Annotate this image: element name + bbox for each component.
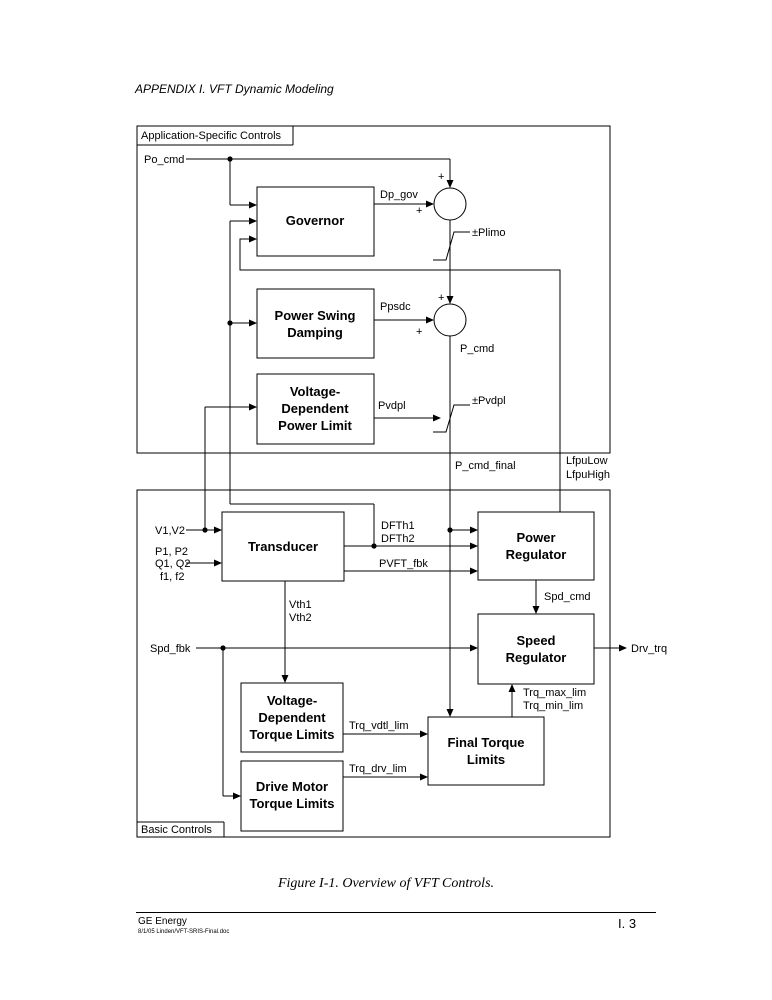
basic-controls-group <box>136 489 611 838</box>
speed-regulator-label-1: Speed <box>516 633 555 648</box>
pvdpl-label: Pvdpl <box>378 400 406 412</box>
sum2-plus-left: + <box>416 326 422 338</box>
trq-max-lim-label: Trq_max_lim <box>523 687 586 699</box>
vdpl-label-2: Dependent <box>281 401 349 416</box>
sum1-plus-top: + <box>438 171 444 183</box>
governor-label: Governor <box>286 213 345 228</box>
footer-company: GE Energy <box>138 916 187 927</box>
p-cmd-final-label: P_cmd_final <box>455 460 516 472</box>
lfpu-feedback-line <box>239 238 561 512</box>
drv-trq-label: Drv_trq <box>631 643 667 655</box>
vth2-label: Vth2 <box>289 612 312 624</box>
dp-gov-label: Dp_gov <box>380 189 418 201</box>
basic-controls-label: Basic Controls <box>141 824 212 836</box>
drive-motor-label-1: Drive Motor <box>256 779 328 794</box>
v1v2-label: V1,V2 <box>155 525 185 537</box>
power-regulator-label-2: Regulator <box>506 547 567 562</box>
trq-vdtl-lim-label: Trq_vdtl_lim <box>349 720 409 732</box>
figure-caption: Figure I-1. Overview of VFT Controls. <box>277 876 495 891</box>
vdtl-label-3: Torque Limits <box>250 727 335 742</box>
summing-junction-2 <box>433 303 467 337</box>
voltage-dependent-power-limit-block <box>256 373 375 445</box>
transducer-block <box>221 511 345 582</box>
dfth1-label: DFTh1 <box>381 520 415 532</box>
vdtl-label-2: Dependent <box>258 710 326 725</box>
power-regulator-block <box>477 511 595 581</box>
dfth2-label: DFTh2 <box>381 533 415 545</box>
speed-regulator-label-2: Regulator <box>506 650 567 665</box>
footer-doc-path: 8/1/05 Linden/VFT-SRIS-Final.doc <box>138 929 230 935</box>
drive-motor-torque-limits-block <box>240 760 344 832</box>
power-regulator-label-1: Power <box>516 530 555 545</box>
final-torque-label-1: Final Torque <box>447 735 524 750</box>
vth1-label: Vth1 <box>289 599 312 611</box>
transducer-label: Transducer <box>248 539 318 554</box>
junction-dot <box>227 156 233 162</box>
governor-block <box>256 186 375 257</box>
q1q2-label: Q1, Q2 <box>155 558 190 570</box>
f1f2-label: f1, f2 <box>160 571 184 583</box>
junction-dot <box>202 527 208 533</box>
final-torque-limits-block <box>427 716 545 786</box>
p-cmd-label: P_cmd <box>460 343 494 355</box>
pvdpl-limiter <box>433 404 470 433</box>
plimo-label: ±Plimo <box>472 227 506 239</box>
trq-min-lim-label: Trq_min_lim <box>523 700 583 712</box>
final-torque-label-2: Limits <box>467 752 505 767</box>
sum1-plus-left: + <box>416 205 422 217</box>
junction-dot <box>447 527 453 533</box>
power-swing-damping-block <box>256 288 375 359</box>
sum2-plus-top: + <box>438 292 444 304</box>
pvdpl-limit-label: ±Pvdpl <box>472 395 506 407</box>
speed-regulator-block <box>477 613 595 685</box>
page-header: APPENDIX I. VFT Dynamic Modeling <box>135 82 334 96</box>
ppsdc-label: Ppsdc <box>380 301 411 313</box>
summing-junction-1 <box>433 187 467 221</box>
trq-drv-lim-label: Trq_drv_lim <box>349 763 407 775</box>
vdpl-label-3: Power Limit <box>278 418 352 433</box>
plimo-limiter <box>433 231 470 261</box>
vdtl-label-1: Voltage- <box>267 693 317 708</box>
power-swing-label-1: Power Swing <box>275 308 356 323</box>
voltage-dependent-torque-limits-block <box>240 682 344 753</box>
spd-cmd-label: Spd_cmd <box>544 591 590 603</box>
page-number: I. 3 <box>618 916 637 931</box>
p1p2-label: P1, P2 <box>155 546 188 558</box>
drive-motor-label-2: Torque Limits <box>250 796 335 811</box>
lfpu-high-label: LfpuHigh <box>566 469 610 481</box>
spd-fbk-label: Spd_fbk <box>150 643 191 655</box>
footer-divider <box>136 912 656 913</box>
po-cmd-label: Po_cmd <box>144 154 184 166</box>
application-controls-group <box>136 125 611 454</box>
vdpl-label-1: Voltage- <box>290 384 340 399</box>
junction-dot <box>371 543 377 549</box>
power-swing-label-2: Damping <box>287 325 343 340</box>
pvft-fbk-label: PVFT_fbk <box>379 558 428 570</box>
junction-dot <box>227 320 233 326</box>
junction-dot <box>220 645 226 651</box>
application-controls-label: Application-Specific Controls <box>141 130 282 142</box>
lfpu-low-label: LfpuLow <box>566 455 608 467</box>
